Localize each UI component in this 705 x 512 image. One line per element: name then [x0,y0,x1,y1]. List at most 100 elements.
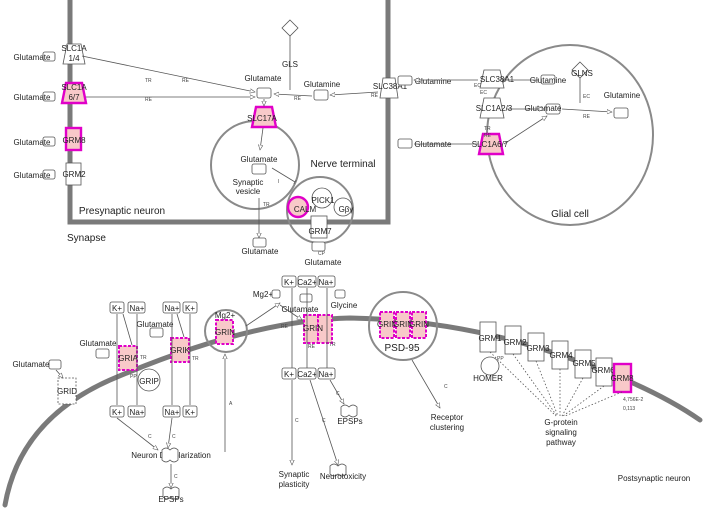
node-grm2-post[interactable]: GRM2 [503,325,527,355]
node-ca2-plus-grin[interactable]: Ca2+ [297,275,317,288]
node-glutamine-glia1[interactable]: Glutamine [397,75,452,86]
node-synaptic-plasticity[interactable]: Synaptic [279,470,310,479]
node-grin-psd1[interactable]: GRIN [377,311,397,339]
node-k-plus-grik[interactable]: K+ [182,301,198,314]
svg-text:Mg2+: Mg2+ [253,290,274,299]
svg-text:GRM8: GRM8 [610,374,634,383]
svg-text:TR: TR [192,356,199,362]
node-k-plus-gria-bot[interactable]: K+ [109,405,125,418]
node-mg2-plus-grin[interactable]: Mg2+ [215,311,236,320]
svg-text:TR: TR [145,78,152,84]
node-ca2-plus-grin-bot[interactable]: Ca2+ [297,367,317,380]
svg-text:Na+: Na+ [165,408,180,417]
svg-text:Glutamine: Glutamine [604,91,641,100]
node-glutamate-1[interactable]: Glutamate [14,51,56,62]
node-k-plus-gria[interactable]: K+ [109,301,125,314]
node-glutamate-terminal[interactable]: Glutamate [245,74,282,99]
svg-text:TR: TR [484,126,491,132]
node-glutamine-glia2[interactable]: Glutamine [530,74,567,85]
svg-text:SLC1A2/3: SLC1A2/3 [476,104,513,113]
edge-mg2-grin [245,303,280,327]
node-grm8-post[interactable]: GRM8 [610,362,634,394]
node-glutamate-glia-bot[interactable]: Glutamate [397,138,452,149]
node-na-plus-grin[interactable]: Na+ [317,275,336,288]
node-epsps-grin[interactable]: EPSPs [337,404,363,426]
node-na-plus-grik-bot[interactable]: Na+ [162,405,181,418]
node-glutamate-4[interactable]: Glutamate [14,169,56,180]
node-glutamate-vesicle[interactable]: Glutamate [241,155,278,175]
svg-text:Na+: Na+ [319,278,334,287]
node-pick1[interactable]: PICK1 [311,187,335,209]
node-grin-psd3[interactable]: GRIN [409,311,429,339]
node-slc38a1-terminal[interactable]: SLC38A1 [373,77,408,99]
node-grm8-left[interactable]: GRM8 [62,126,86,152]
node-na-plus-gria-bot[interactable]: Na+ [127,405,146,418]
edge-grm-gprotein [489,351,623,417]
node-gria[interactable]: GRIA [118,345,138,371]
node-epsps-bottom[interactable]: EPSPs [158,486,184,504]
svg-text:Mg2+: Mg2+ [215,311,236,320]
node-slc1a14[interactable]: SLC1A 1/4 [61,43,87,65]
svg-text:RE: RE [583,114,591,120]
node-grm1[interactable]: GRM1 [478,321,502,353]
node-grm7[interactable]: GRM7 [308,215,332,239]
svg-text:EC: EC [474,83,481,89]
label-synaptic: Synaptic [233,178,264,187]
node-glutamate-grid[interactable]: Glutamate [13,359,62,370]
node-gprotein-pathway[interactable]: G-protein signaling pathway [544,418,577,447]
node-glutamine-glia3[interactable]: Glutamine [604,91,641,119]
node-homer[interactable]: HOMER [473,356,503,383]
node-grin-mg[interactable]: GRIN [215,319,235,345]
svg-text:RE: RE [281,324,289,330]
svg-text:Gβγ: Gβγ [339,205,354,214]
node-na-plus-grik[interactable]: Na+ [162,301,181,314]
node-calm[interactable]: CALM [286,195,316,219]
node-k-plus-grin[interactable]: K+ [281,275,297,288]
node-k-plus-grin-bot[interactable]: K+ [281,367,297,380]
svg-text:SLC1A6/7: SLC1A6/7 [472,140,509,149]
svg-text:TR: TR [329,342,336,348]
node-glutamine-terminal[interactable]: Glutamine [304,80,341,101]
label-vesicle: vesicle [236,187,261,196]
svg-text:C: C [148,434,152,440]
node-slc17a[interactable]: SLC17A [247,105,278,129]
node-grm4[interactable]: GRM4 [549,340,573,370]
edge-glutamate-grin [279,304,302,320]
node-neurotoxicity[interactable]: Neurotoxicity [320,463,366,481]
node-glutamate-3[interactable]: Glutamate [14,136,56,147]
node-glycine[interactable]: Glycine [331,289,358,310]
node-glutamate-grik[interactable]: Glutamate [137,320,174,338]
node-grm3[interactable]: GRM3 [526,332,550,362]
node-grin-psd2[interactable]: GRIN [393,311,413,339]
node-na-plus-gria[interactable]: Na+ [127,301,146,314]
node-grip[interactable]: GRIP [137,368,161,392]
node-na-plus-grin-bot[interactable]: Na+ [317,367,336,380]
node-slc1a67-left[interactable]: SLC1A 6/7 [60,81,88,105]
node-grid[interactable]: GRID [57,377,77,405]
svg-text:Glycine: Glycine [331,301,358,310]
svg-text:EC: EC [480,90,487,96]
node-receptor-clustering[interactable]: Receptor [431,413,464,422]
node-glutamate-cleft-grm7[interactable]: Glutamate [305,241,342,267]
svg-text:Glutamate: Glutamate [137,320,174,329]
node-k-plus-grik-bot[interactable]: K+ [182,405,198,418]
label-glial-cell: Glial cell [551,209,589,220]
node-glutamate-post[interactable]: Glutamate [282,293,319,314]
node-mg2-plus[interactable]: Mg2+ [253,289,281,299]
node-slc1a23[interactable]: SLC1A2/3 [476,97,513,119]
node-grm2-left[interactable]: GRM2 [62,162,86,186]
node-slc38a1-glia[interactable]: SLC38A1 [479,69,515,89]
grin-mg-complex [204,309,248,353]
node-glutamate-cleft-left[interactable]: Glutamate [242,237,279,256]
node-grik[interactable]: GRIK [170,337,190,363]
node-slc1a67-glia[interactable]: SLC1A6/7 [472,132,509,156]
node-glutamate-2[interactable]: Glutamate [14,91,56,102]
node-glns[interactable]: GLNS [571,61,593,79]
node-gby[interactable]: Gβγ [333,197,354,217]
node-grin[interactable]: GRIN [303,314,333,344]
svg-text:GRIN: GRIN [215,328,235,337]
node-glutamate-gria[interactable]: Glutamate [80,339,117,359]
edge-psd95-clustering [411,359,440,408]
